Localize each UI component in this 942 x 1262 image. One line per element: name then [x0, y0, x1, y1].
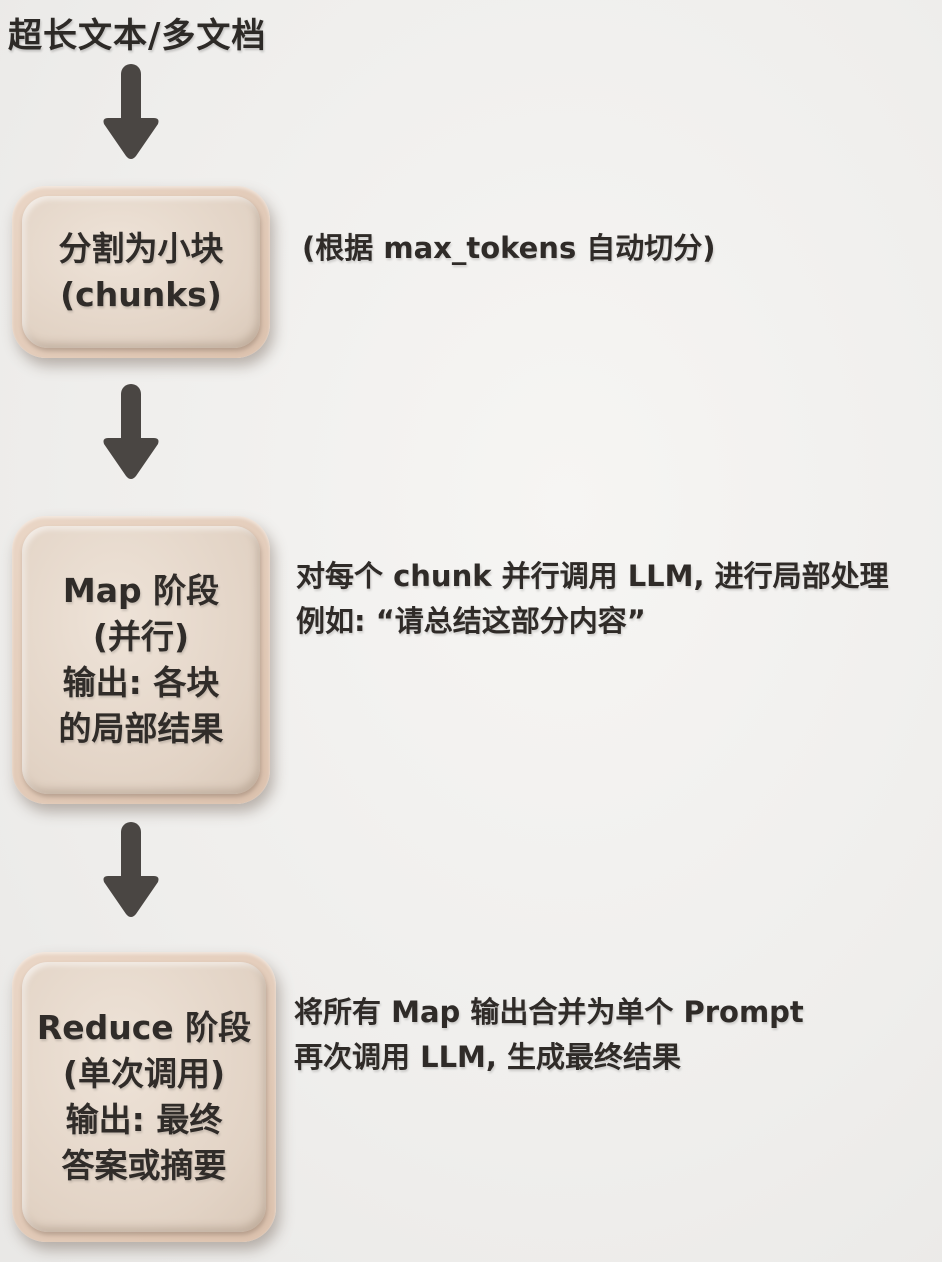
- down-arrow-icon: [96, 62, 166, 172]
- step-text-line: 分割为小块: [58, 228, 224, 268]
- note-line: 将所有 Map 输出合并为单个 Prompt: [294, 995, 804, 1029]
- step-text-line: 的局部结果: [58, 709, 224, 749]
- step-text-line: Map 阶段: [62, 570, 220, 610]
- step-text-line: (单次调用): [62, 1053, 226, 1093]
- step-text-line: 输出: 最终: [65, 1100, 223, 1139]
- note-line: (根据 max_tokens 自动切分): [302, 231, 716, 265]
- note-line: 例如: “请总结这部分内容”: [296, 603, 646, 638]
- step-text-line: (并行): [92, 616, 190, 656]
- note-line: 再次调用 LLM, 生成最终结果: [294, 1039, 682, 1074]
- step-box-reduce: Reduce 阶段 (单次调用) 输出: 最终 答案或摘要: [12, 952, 276, 1242]
- step-box-chunking: 分割为小块 (chunks): [12, 186, 270, 358]
- note-line: 对每个 chunk 并行调用 LLM, 进行局部处理: [296, 559, 889, 593]
- step-text-line: 输出: 各块: [62, 663, 220, 702]
- step-text-line: (chunks): [60, 275, 222, 314]
- diagram-title: 超长文本/多文档: [8, 16, 267, 56]
- step-note-chunking: (根据 max_tokens 自动切分): [302, 226, 716, 271]
- down-arrow-icon: [96, 820, 166, 930]
- step-text-line: 答案或摘要: [61, 1146, 227, 1186]
- step-text-line: Reduce 阶段: [36, 1007, 252, 1047]
- step-box-map: Map 阶段 (并行) 输出: 各块 的局部结果: [12, 516, 270, 804]
- step-box-reduce-face: Reduce 阶段 (单次调用) 输出: 最终 答案或摘要: [22, 962, 266, 1232]
- step-box-map-face: Map 阶段 (并行) 输出: 各块 的局部结果: [22, 526, 260, 794]
- down-arrow-icon: [96, 382, 166, 492]
- step-note-reduce: 将所有 Map 输出合并为单个 Prompt 再次调用 LLM, 生成最终结果: [294, 990, 804, 1080]
- step-box-chunking-face: 分割为小块 (chunks): [22, 196, 260, 348]
- step-note-map: 对每个 chunk 并行调用 LLM, 进行局部处理 例如: “请总结这部分内容…: [296, 554, 889, 644]
